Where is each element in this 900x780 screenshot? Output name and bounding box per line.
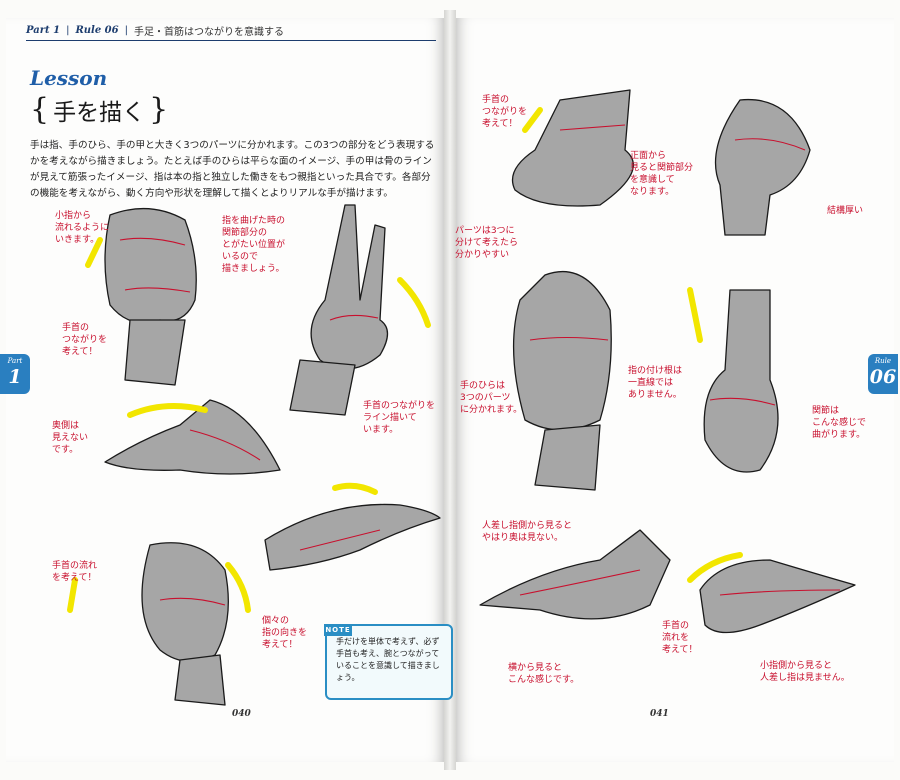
page-number-left: 040 (232, 709, 251, 719)
heading-brace-open: { (30, 92, 50, 127)
construction-line (519, 569, 641, 596)
annotation: パーツは3つに 分けて考えたら 分かりやすい (455, 226, 519, 260)
motion-arrow (687, 287, 703, 343)
heading-brace-close: } (149, 92, 169, 127)
annotation: 関節は こんな感じで 曲がります。 (812, 406, 867, 440)
lead-paragraph: 手は指、手のひら、手の甲と大きく3つのパーツに分かれます。この3つの部分をどう表… (30, 140, 435, 199)
hand-drawing-fist (104, 207, 197, 324)
hand-drawing-top-view (511, 89, 634, 207)
motion-arrow (85, 237, 103, 268)
wrist-drawing (289, 359, 356, 416)
hand-drawing-grip (714, 98, 811, 236)
annotation: 結構厚い (827, 206, 864, 216)
part-tab-label: Part (7, 357, 23, 365)
construction-line (189, 429, 261, 461)
construction-line (124, 287, 191, 293)
header-rule: Rule 06 (75, 24, 119, 36)
header-part: Part 1 (26, 24, 61, 36)
motion-arrow (332, 482, 378, 495)
motion-arrow (225, 562, 251, 613)
construction-line (719, 589, 841, 596)
header-rule-line (26, 40, 436, 41)
construction-line (329, 314, 379, 321)
wrist-drawing (534, 424, 601, 491)
motion-arrow (67, 577, 78, 613)
heading-text: 手を描く (53, 99, 146, 126)
annotation: 指の付け根は 一直線では ありません。 (628, 366, 683, 400)
motion-arrow (397, 277, 431, 328)
rule-tab: Rule 06 (868, 354, 898, 394)
hand-drawing-side-fist (703, 289, 779, 473)
construction-line (159, 597, 226, 606)
page-number-right: 041 (650, 709, 669, 719)
annotation: 手首のつながりを ライン描いて います。 (363, 401, 436, 435)
construction-line (119, 237, 186, 246)
lesson-label: Lesson (30, 66, 108, 90)
header-separator: | (124, 24, 128, 36)
hand-drawing-peace (310, 204, 389, 370)
motion-arrow (127, 403, 208, 418)
annotation: 手のひらは 3つのパーツ に分かれます。 (460, 381, 523, 415)
annotation: 人差し指側から見ると やはり奥は見ない。 (482, 521, 573, 543)
hand-drawing-back (104, 399, 281, 475)
annotation: 小指から 流れるように いきます。 (55, 211, 110, 245)
hand-drawing-index-side (479, 529, 671, 620)
annotation: 正面から 見ると関節部分 を意識して なります。 (630, 151, 694, 197)
header-separator: | (66, 24, 70, 36)
construction-line (709, 397, 776, 406)
rule-tab-number: 06 (869, 366, 897, 388)
annotation: 指を曲げた時の 関節部分の とがたい位置が いるので 描きましょう。 (222, 216, 286, 274)
rule-tab-label: Rule (874, 357, 892, 365)
construction-line (299, 529, 381, 551)
part-tab: Part 1 (0, 354, 30, 394)
annotation: 小指側から見ると 人差し指は見ません。 (760, 661, 850, 683)
section-heading: { 手を描く } (30, 92, 168, 127)
header-title: 手足・首筋はつながりを意識する (133, 26, 284, 38)
note-text: 手だけを単体で考えず、必ず手首も考え、腕とつながっていることを意識して描きましょ… (336, 637, 440, 682)
running-header: Part 1 | Rule 06 | 手足・首筋はつながりを意識する (26, 22, 426, 38)
note-label: NOTE (324, 624, 352, 636)
wrist-drawing (124, 319, 186, 386)
annotation: 横から見ると こんな感じです。 (508, 663, 580, 685)
construction-line (529, 336, 609, 341)
construction-line (559, 124, 626, 131)
motion-arrow (687, 552, 743, 583)
annotation: 手首の流れ を考えて！ (52, 561, 98, 583)
annotation: 個々の 指の向きを 考えて！ (262, 616, 308, 650)
annotation: 手首の つながりを 考えて！ (62, 323, 108, 357)
hand-drawing-pinky-side (699, 559, 856, 634)
book-gutter (444, 10, 456, 770)
note-box (325, 624, 453, 700)
hand-drawing-palm (512, 270, 612, 431)
hand-drawing-foreshortened (141, 542, 229, 662)
motion-arrow (522, 107, 543, 133)
construction-line (734, 138, 806, 151)
part-tab-number: 1 (8, 366, 22, 388)
wrist-drawing (174, 654, 226, 706)
annotation: 手首の つながりを 考えて！ (482, 95, 528, 129)
annotation: 手首の 流れを 考えて！ (662, 621, 698, 655)
annotation: 奥側は 見えない です。 (52, 421, 89, 455)
